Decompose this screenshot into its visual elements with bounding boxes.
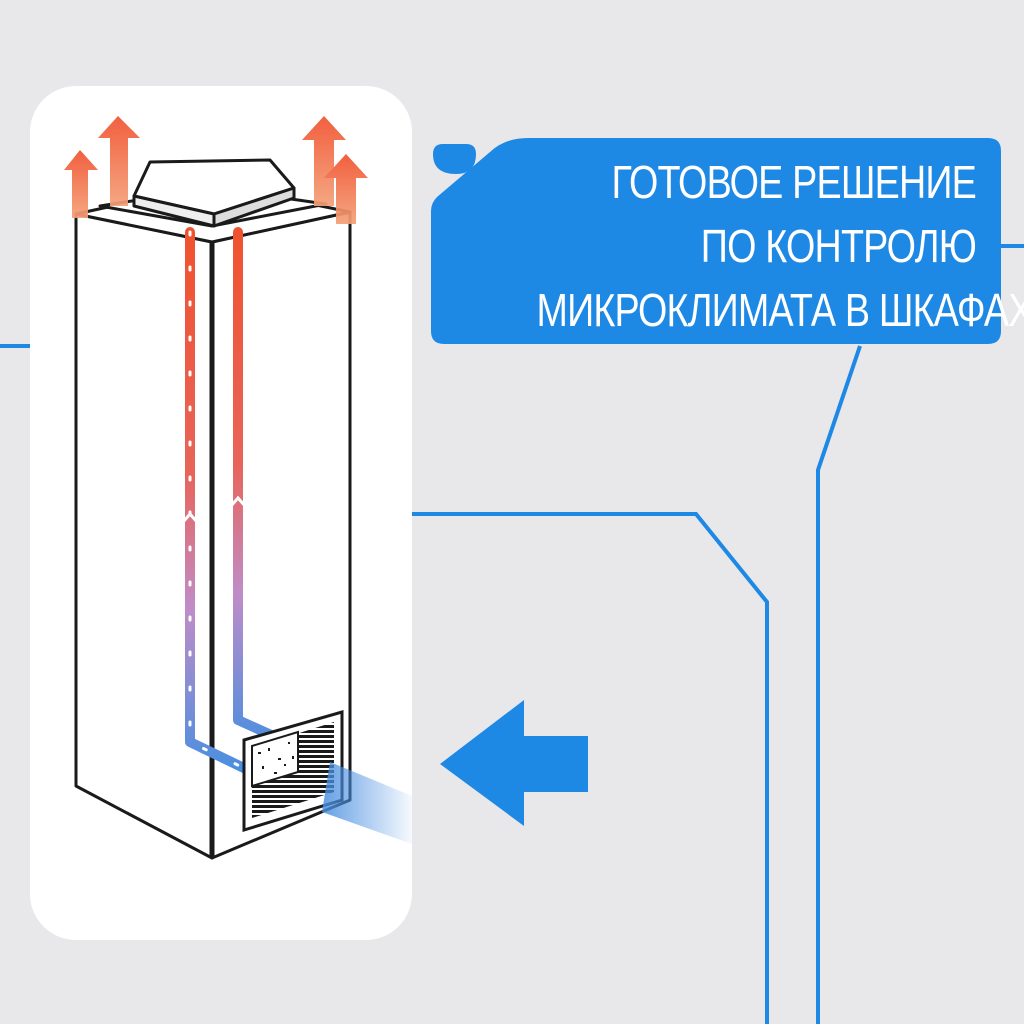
headline-line-2: ПО КОНТРОЛЮ (700, 220, 977, 272)
arrow-up-icon (64, 150, 98, 218)
banner-tab (433, 144, 476, 174)
headline-line-1: ГОТОВОЕ РЕШЕНИЕ (611, 156, 977, 208)
cold-air-stream (322, 762, 412, 844)
connector-lines (0, 244, 1024, 1024)
headline-line-3: МИКРОКЛИМАТА В ШКАФАХ (536, 284, 1024, 336)
filter-grille-icon (242, 710, 344, 833)
headline-text: ГОТОВОЕ РЕШЕНИЕ ПО КОНТРОЛЮ МИКРОКЛИМАТА… (536, 150, 1024, 342)
arrow-up-icon (324, 154, 368, 224)
connector-right (816, 345, 862, 1024)
arrow-up-icon (98, 116, 140, 206)
hot-air-exhaust (64, 116, 368, 224)
flow-chevrons (181, 495, 247, 523)
arrow-left-icon (440, 700, 588, 826)
arrow-up-icon (302, 116, 346, 206)
headline-banner (431, 138, 1001, 344)
connector-middle (412, 512, 769, 1024)
